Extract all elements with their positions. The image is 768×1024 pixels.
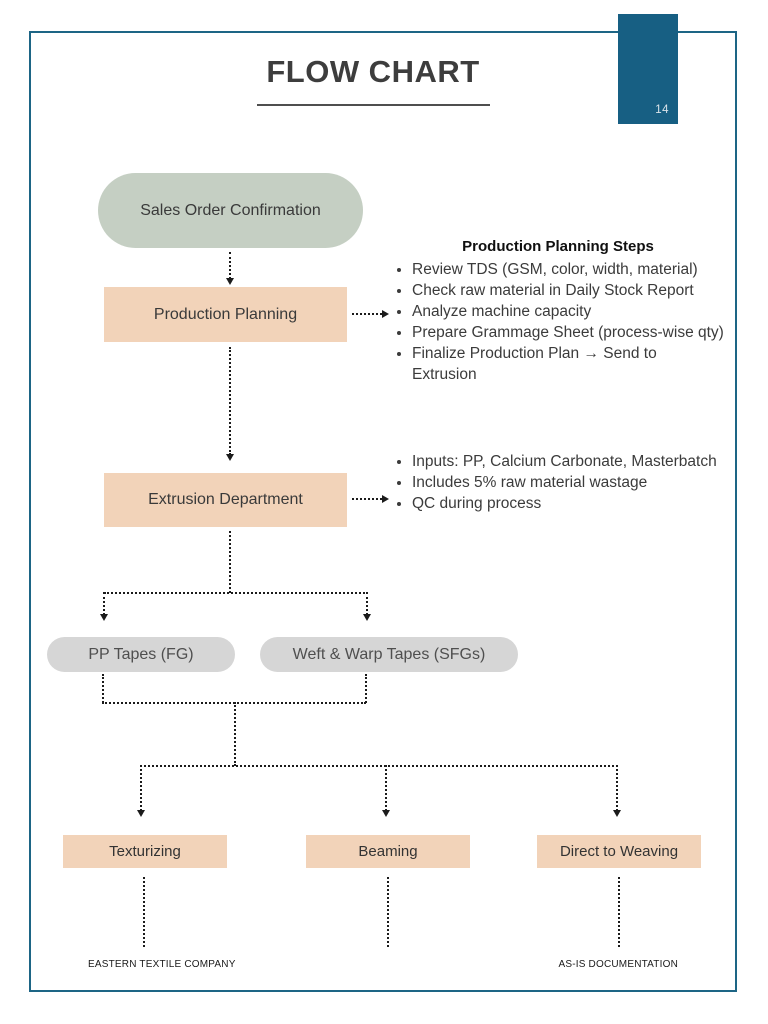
node-label: Sales Order Confirmation: [140, 201, 321, 219]
node-label: Production Planning: [153, 305, 298, 323]
node-label: Direct to Weaving: [559, 843, 679, 860]
list-item: QC during process: [412, 493, 724, 514]
page-title: FLOW CHART: [266, 54, 480, 89]
arrowhead-down-icon: [226, 454, 234, 461]
list-item: Includes 5% raw material wastage: [412, 472, 724, 493]
connector-production-to-steps: [352, 313, 382, 315]
page-number-box: 14: [618, 14, 678, 124]
connector-direct-weaving-continues: [618, 877, 620, 947]
connector-pp-tapes-down: [102, 674, 104, 703]
connector-to-texturizing: [140, 765, 142, 811]
title-underline: [257, 104, 490, 106]
connector-to-pp-tapes: [103, 592, 105, 615]
planning-steps-heading: Production Planning Steps: [462, 238, 654, 255]
node-label: Weft & Warp Tapes (SFGs): [292, 645, 486, 663]
node-label: Extrusion Department: [148, 491, 303, 508]
footer-document-type: AS-IS DOCUMENTATION: [558, 959, 678, 970]
connector-beaming-continues: [387, 877, 389, 947]
connector-to-weft-warp: [366, 592, 368, 615]
list-item: Review TDS (GSM, color, width, material): [412, 259, 724, 280]
connector-to-direct-weaving: [616, 765, 618, 811]
node-extrusion-department: Extrusion Department: [104, 473, 347, 527]
connector-sales-to-production: [229, 252, 231, 279]
arrowhead-down-icon: [363, 614, 371, 621]
node-sales-order-confirmation: Sales Order Confirmation: [98, 173, 363, 248]
branch-split-line: [104, 592, 368, 594]
page-border: [29, 31, 737, 992]
connector-merge-down: [234, 702, 236, 766]
extrusion-notes-block: Inputs: PP, Calcium Carbonate, Masterbat…: [392, 451, 724, 514]
list-item: Analyze machine capacity: [412, 301, 724, 322]
list-item: Prepare Grammage Sheet (process-wise qty…: [412, 322, 724, 343]
connector-extrusion-to-notes: [352, 498, 382, 500]
connector-weft-warp-down: [365, 674, 367, 703]
page-number: 14: [655, 104, 669, 116]
node-direct-to-weaving: Direct to Weaving: [537, 835, 701, 868]
node-label: PP Tapes (FG): [88, 645, 194, 663]
arrowhead-right-icon: [382, 495, 389, 503]
node-pp-tapes: PP Tapes (FG): [47, 637, 235, 672]
connector-texturizing-continues: [143, 877, 145, 947]
node-label: Texturizing: [109, 843, 181, 860]
list-item: Finalize Production Plan → Send to Extru…: [412, 343, 724, 385]
node-beaming: Beaming: [306, 835, 470, 868]
arrowhead-right-icon: [382, 310, 389, 318]
planning-steps-list: Review TDS (GSM, color, width, material)…: [392, 259, 724, 385]
extrusion-notes-list: Inputs: PP, Calcium Carbonate, Masterbat…: [392, 451, 724, 514]
production-planning-steps-block: Production Planning Steps Review TDS (GS…: [392, 238, 724, 385]
node-label: Beaming: [358, 843, 418, 860]
arrowhead-down-icon: [100, 614, 108, 621]
connector-production-to-extrusion: [229, 347, 231, 455]
footer-company-name: EASTERN TEXTILE COMPANY: [88, 959, 236, 970]
branch-split-line-bottom: [140, 765, 618, 767]
list-item: Check raw material in Daily Stock Report: [412, 280, 724, 301]
arrowhead-down-icon: [137, 810, 145, 817]
list-item: Inputs: PP, Calcium Carbonate, Masterbat…: [412, 451, 724, 472]
connector-to-beaming: [385, 765, 387, 811]
node-weft-warp-tapes: Weft & Warp Tapes (SFGs): [260, 637, 518, 672]
arrowhead-down-icon: [382, 810, 390, 817]
arrowhead-down-icon: [226, 278, 234, 285]
node-texturizing: Texturizing: [63, 835, 227, 868]
node-production-planning: Production Planning: [104, 287, 347, 342]
connector-extrusion-down: [229, 531, 231, 593]
arrowhead-down-icon: [613, 810, 621, 817]
